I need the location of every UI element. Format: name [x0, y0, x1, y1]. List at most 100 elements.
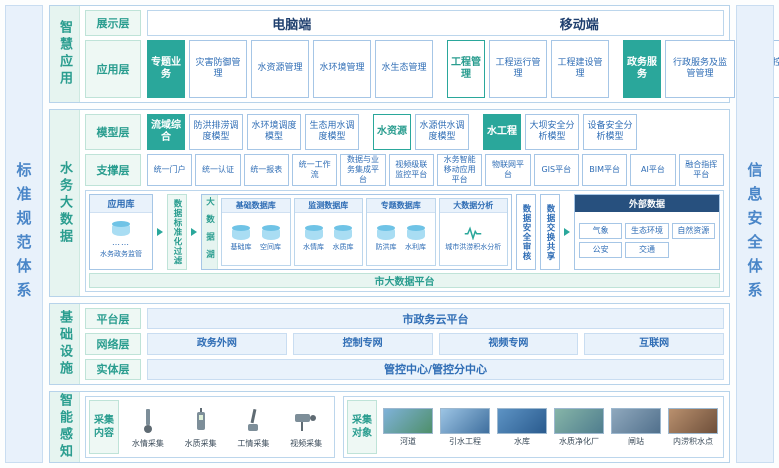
lead-chip-basin: 流域综合	[147, 114, 185, 150]
db-name: 基础库	[230, 242, 252, 251]
db-name: 空间库	[260, 242, 281, 251]
cctv-camera-icon	[295, 413, 317, 431]
app-groups: 专题业务 灾害防御管理 水资源管理 水环境管理 水生态管理 工程管理 工程运行管…	[147, 40, 779, 98]
database-icon	[377, 224, 395, 240]
app-chip: 行政服务及监管管理	[665, 40, 735, 98]
support-chip: 统一认证	[195, 154, 241, 186]
object-item-river: 河道	[381, 400, 435, 454]
big-data-lake-label: 大数据湖	[202, 195, 218, 269]
app-layer-label: 应用层	[85, 40, 141, 98]
ellipsis-text: ……	[112, 238, 130, 247]
database-icon	[406, 224, 425, 240]
collection-item-water-quality: 水质采集	[176, 400, 226, 454]
lake-label-text: 大数据湖	[204, 197, 215, 267]
flow-arrow-icon	[157, 228, 163, 236]
support-chip: 视频级联监控平台	[388, 154, 434, 186]
big-data-analysis-box: 大数据分析 城市洪涝积水分析	[438, 198, 508, 266]
db-box-title: 大数据分析	[439, 199, 507, 213]
app-group-special-business: 专题业务 灾害防御管理 水资源管理 水环境管理 水生态管理	[147, 40, 433, 98]
band-intelligent-perception: 智能感知 采集内容 水情采集	[49, 391, 730, 463]
band-title-text: 水务大数据	[57, 160, 72, 246]
db-name: 水情库	[303, 242, 324, 251]
app-chip: 灾害防御管理	[189, 40, 247, 98]
model-chip: 大坝安全分析模型	[525, 114, 579, 150]
db-name: 水质库	[332, 242, 354, 251]
band-water-big-data-title: 水务大数据	[50, 110, 80, 296]
object-item-sluice: 闸站	[609, 400, 663, 454]
object-item-waterlogging: 内涝积水点	[666, 400, 720, 454]
left-pillar-label: 标准规范体系	[14, 162, 33, 306]
data-flow-row: 应用库 …… 水务政务监管 数据标准化过滤	[89, 194, 720, 270]
support-chip: 数据与业务集成平台	[340, 154, 386, 186]
model-chip: 水源供水调度模型	[415, 114, 469, 150]
app-chip: 工程建设管理	[551, 40, 609, 98]
right-pillar-label: 信息安全体系	[745, 162, 764, 306]
support-chip: AI平台	[630, 154, 676, 186]
object-item-label: 内涝积水点	[673, 436, 713, 446]
support-layer-label: 支撑层	[85, 154, 141, 186]
collection-item-label: 工情采集	[237, 438, 270, 448]
database-icon	[232, 224, 250, 240]
network-chip: 控制专网	[292, 333, 433, 355]
network-layer-label: 网络层	[85, 333, 141, 355]
network-chip: 互联网	[584, 333, 724, 355]
big-data-lake: 大数据湖 基础数据库 基础库 空间库	[201, 194, 512, 270]
collection-objects-label: 采集对象	[347, 400, 377, 454]
water-quality-meter-icon	[196, 407, 205, 430]
exchange-text: 数据交换共享	[545, 203, 555, 261]
support-chip: 统一报表	[243, 154, 289, 186]
app-chip: 工程运行管理	[489, 40, 547, 98]
model-group-water-resource: 水资源 水源供水调度模型	[373, 114, 469, 150]
app-chip: 水生态管理	[375, 40, 433, 98]
object-item-label: 闸站	[628, 436, 644, 446]
database-icon	[112, 221, 130, 236]
support-chip: BIM平台	[581, 154, 628, 186]
app-chip: 水资源管理	[251, 40, 309, 98]
collection-item-water-level: 水情采集	[123, 400, 173, 454]
band-intelligent-perception-title: 智能感知	[50, 392, 80, 462]
network-chip: 政务外网	[147, 333, 287, 355]
support-chip: GIS平台	[533, 154, 579, 186]
application-store: 应用库 …… 水务政务监管	[89, 194, 153, 270]
water-diversion-photo	[440, 407, 490, 434]
audit-text: 数据安全审核	[521, 203, 531, 261]
flow-arrow-icon	[564, 228, 570, 236]
app-chip: 水环境管理	[313, 40, 371, 98]
analytics-pulse-icon	[465, 226, 482, 240]
band-title-text: 基础设施	[57, 310, 72, 378]
model-layer-label: 模型层	[85, 114, 141, 150]
object-item-purification-plant: 水质净化厂	[552, 400, 606, 454]
mobile-terminal-label: 移动端	[559, 17, 599, 33]
collection-item-label: 水质采集	[184, 438, 217, 448]
purification-plant-photo	[554, 407, 604, 434]
monitoring-database-box: 监测数据库 水情库 水质库	[293, 198, 363, 266]
application-store-caption: 水务政务监管	[100, 250, 142, 258]
data-platform-area: 应用库 …… 水务政务监管 数据标准化过滤	[85, 190, 724, 292]
support-chip: 物联网平台	[485, 154, 531, 186]
object-item-reservoir: 水库	[495, 400, 549, 454]
gov-cloud-platform-bar: 市政务云平台	[147, 308, 724, 330]
analysis-caption: 城市洪涝积水分析	[445, 243, 502, 251]
database-icon	[304, 224, 323, 240]
thematic-database-box: 专题数据库 防洪库 水利库	[366, 198, 436, 266]
left-pillar: 标准规范体系	[5, 5, 43, 463]
lead-chip-water-project: 水工程	[483, 114, 521, 150]
object-item-label: 水质净化厂	[559, 436, 599, 446]
waterlogging-point-photo	[668, 407, 718, 434]
filter-text: 数据标准化过滤	[172, 198, 182, 266]
entity-layer-label: 实体层	[85, 358, 141, 380]
water-level-sensor-icon	[143, 408, 152, 433]
external-chip: 气象	[579, 223, 623, 239]
sluice-station-photo	[611, 407, 661, 434]
support-chip: 统一工作流	[291, 154, 338, 186]
city-big-data-platform-bar: 市大数据平台	[89, 273, 720, 288]
model-group-basin: 流域综合 防洪排涝调度模型 水环境调度模型 生态用水调度模型	[147, 114, 359, 150]
app-group-engineering: 工程管理 工程运行管理 工程建设管理	[447, 40, 609, 98]
right-pillar: 信息安全体系	[736, 5, 774, 463]
db-box-title: 基础数据库	[222, 199, 290, 213]
platform-layer-label: 平台层	[85, 308, 141, 330]
external-chip: 生态环境	[625, 223, 669, 239]
db-name: 水利库	[405, 242, 426, 251]
data-security-audit-strip: 数据安全审核	[516, 194, 536, 270]
